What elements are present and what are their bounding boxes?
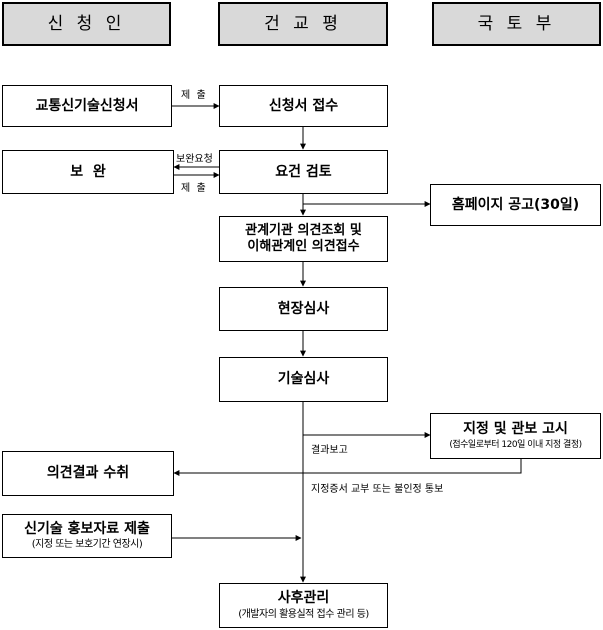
receipt-box: 신청서 접수: [219, 85, 388, 127]
opinion-result-box: 의견결과 수취: [2, 451, 174, 496]
supplement-label: 보 완: [70, 163, 106, 180]
label-notice: 지정증서 교부 또는 불인정 통보: [311, 484, 444, 495]
designation-title: 지정 및 관보 고시: [463, 421, 568, 438]
opinion-line-2: 이해관계인 의견접수: [247, 239, 360, 254]
promo-title: 신기술 홍보자료 제출: [24, 520, 150, 537]
header-ministry: 국 토 부: [432, 2, 601, 46]
opinion-box: 관계기관 의견조회 및 이해관계인 의견접수: [219, 216, 388, 262]
application-form-box: 교통신기술신청서: [2, 85, 172, 127]
opinion-line-1: 관계기관 의견조회 및: [245, 223, 362, 239]
label-submit: 제 출: [181, 90, 206, 101]
supplement-box: 보 완: [2, 150, 174, 194]
label-resubmit: 제 출: [181, 183, 206, 194]
arrow-notice: [173, 459, 522, 476]
header-applicant: 신 청 인: [2, 2, 171, 46]
requirement-review-box: 요건 검토: [219, 150, 388, 194]
tech-review-box: 기술심사: [219, 357, 388, 402]
promo-sub: (지정 또는 보호기간 연장시): [31, 539, 143, 551]
label-supplement-request: 보완요청: [176, 154, 213, 165]
aftercare-sub: (개발자의 활용실적 접수 관리 등): [238, 608, 369, 620]
promo-box: 신기술 홍보자료 제출 (지정 또는 보호기간 연장시): [2, 514, 172, 558]
designation-box: 지정 및 관보 고시 (접수일로부터 120일 이내 지정 결정): [430, 413, 601, 459]
header-kaia: 건 교 평: [218, 2, 388, 46]
label-result-report: 결과보고: [311, 445, 348, 456]
homepage-notice-box: 홈페이지 공고(30일): [430, 184, 601, 226]
aftercare-box: 사후관리 (개발자의 활용실적 접수 관리 등): [219, 583, 388, 628]
aftercare-title: 사후관리: [277, 590, 330, 607]
designation-sub: (접수일로부터 120일 이내 지정 결정): [449, 440, 582, 450]
field-review-box: 현장심사: [219, 287, 388, 331]
